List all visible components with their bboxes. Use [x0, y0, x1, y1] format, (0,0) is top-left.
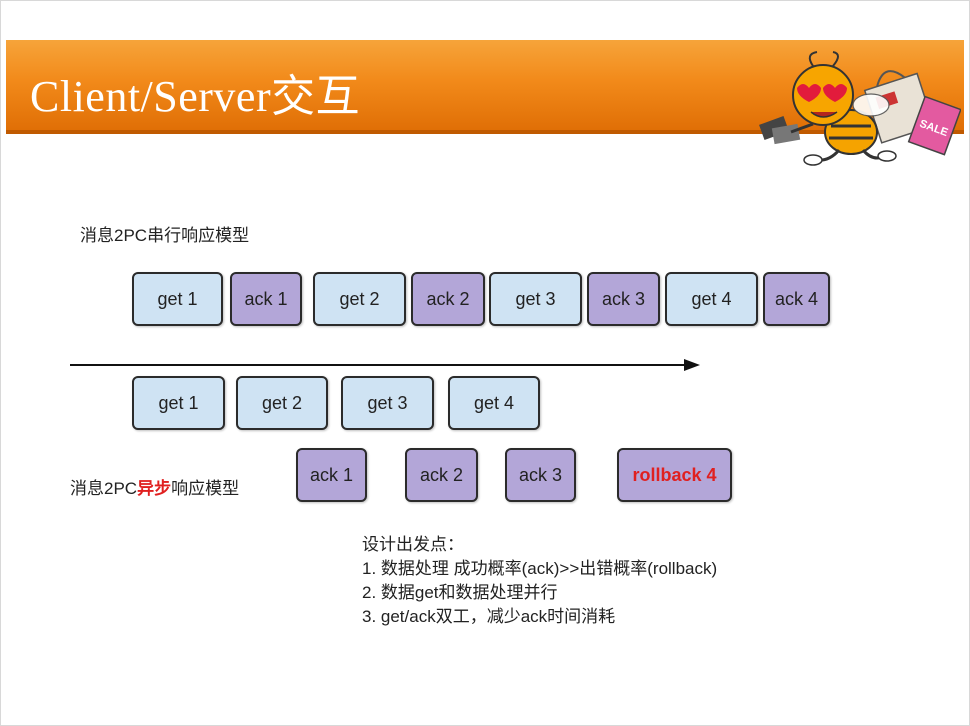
mascot-logo-icon: SALE	[759, 51, 961, 166]
serial-get-1-box: get 1	[132, 272, 223, 326]
async-get-4-box: get 4	[448, 376, 540, 430]
time-arrow	[70, 359, 700, 371]
async-rollback-4-box: rollback 4	[617, 448, 732, 502]
async-get-1-box: get 1	[132, 376, 225, 430]
serial-get-4-box: get 4	[665, 272, 758, 326]
async-model-label: 消息2PC异步响应模型	[70, 474, 239, 499]
page-title: Client/Server交互	[30, 72, 361, 121]
serial-model-label: 消息2PC串行响应模型	[80, 226, 250, 245]
async-ack-2-box: ack 2	[405, 448, 478, 502]
notes-item-3: 3. get/ack双工，减少ack时间消耗	[362, 607, 616, 626]
async-get-2-box: get 2	[236, 376, 328, 430]
serial-get-2-box: get 2	[313, 272, 406, 326]
async-label-prefix: 消息2PC	[70, 479, 138, 498]
serial-ack-2-box: ack 2	[411, 272, 485, 326]
async-label-highlight: 异步	[137, 479, 172, 498]
async-get-3-box: get 3	[341, 376, 434, 430]
serial-get-3-box: get 3	[489, 272, 582, 326]
title-bar: Client/Server交互 SALE	[6, 40, 964, 166]
serial-ack-1-box: ack 1	[230, 272, 302, 326]
notes-item-1: 1. 数据处理 成功概率(ack)>>出错概率(rollback)	[362, 559, 718, 578]
async-label-suffix: 响应模型	[171, 479, 240, 498]
serial-ack-4-box: ack 4	[763, 272, 830, 326]
notes-heading: 设计出发点：	[362, 535, 464, 554]
serial-ack-3-box: ack 3	[587, 272, 660, 326]
async-ack-3-box: ack 3	[505, 448, 576, 502]
notes-item-2: 2. 数据get和数据处理并行	[362, 583, 558, 602]
design-notes: 设计出发点： 1. 数据处理 成功概率(ack)>>出错概率(rollback)…	[362, 533, 717, 629]
async-ack-1-box: ack 1	[296, 448, 367, 502]
